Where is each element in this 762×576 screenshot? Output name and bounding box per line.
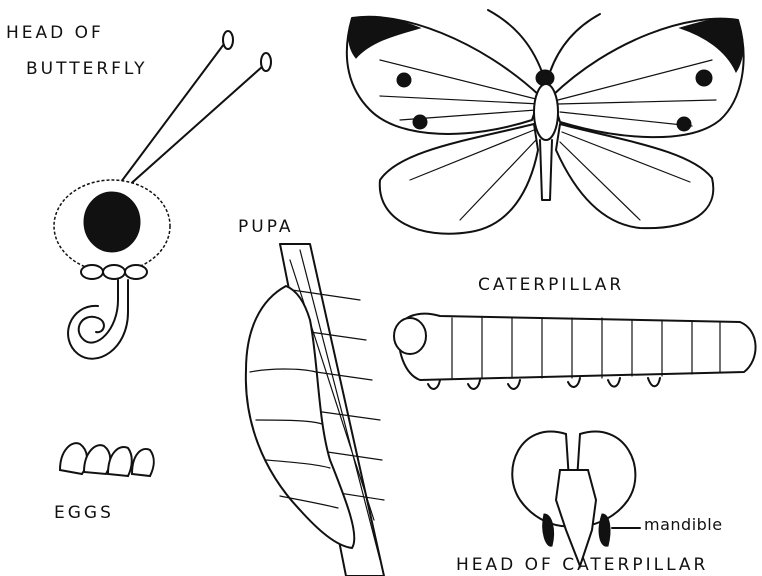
label-pupa: PUPA (238, 217, 294, 237)
egg-1 (60, 443, 87, 474)
palps (81, 265, 147, 279)
label-caterpillar: CATERPILLAR (478, 275, 624, 295)
antenna-club-right (261, 53, 271, 71)
caterpillar-head (394, 318, 426, 354)
egg-4 (132, 449, 154, 476)
caterpillar-head-drawing (512, 432, 640, 566)
spot-right-2 (677, 117, 691, 131)
antenna-club-left (223, 31, 233, 49)
pupa-drawing (246, 244, 384, 576)
hindwing-right (556, 124, 713, 228)
spot-left-1 (397, 73, 411, 87)
label-head-of-butterfly-line2: BUTTERFLY (26, 59, 148, 79)
caterpillar-drawing (394, 314, 756, 389)
egg-3 (108, 447, 132, 476)
head-frons (556, 470, 596, 566)
abdomen (540, 140, 552, 200)
label-head-of-butterfly-line1: HEAD OF (6, 23, 104, 43)
butterfly-head-drawing (54, 31, 271, 359)
label-mandible: mandible (644, 515, 723, 534)
mandible-right (599, 514, 610, 546)
hindwing-left (380, 124, 538, 234)
butterfly-antenna-left (488, 10, 542, 72)
compound-eye (84, 192, 140, 252)
spot-left-2 (413, 115, 427, 129)
proboscis-coil (79, 280, 118, 343)
proboscis-outer (68, 280, 128, 359)
pupa-body (246, 286, 354, 548)
butterfly-drawing (347, 10, 744, 234)
label-eggs: EGGS (54, 503, 114, 523)
thorax (534, 84, 558, 140)
spot-right-1 (696, 70, 712, 86)
wingtip-right (680, 19, 743, 72)
egg-2 (84, 445, 110, 474)
eggs-drawing (60, 443, 154, 476)
